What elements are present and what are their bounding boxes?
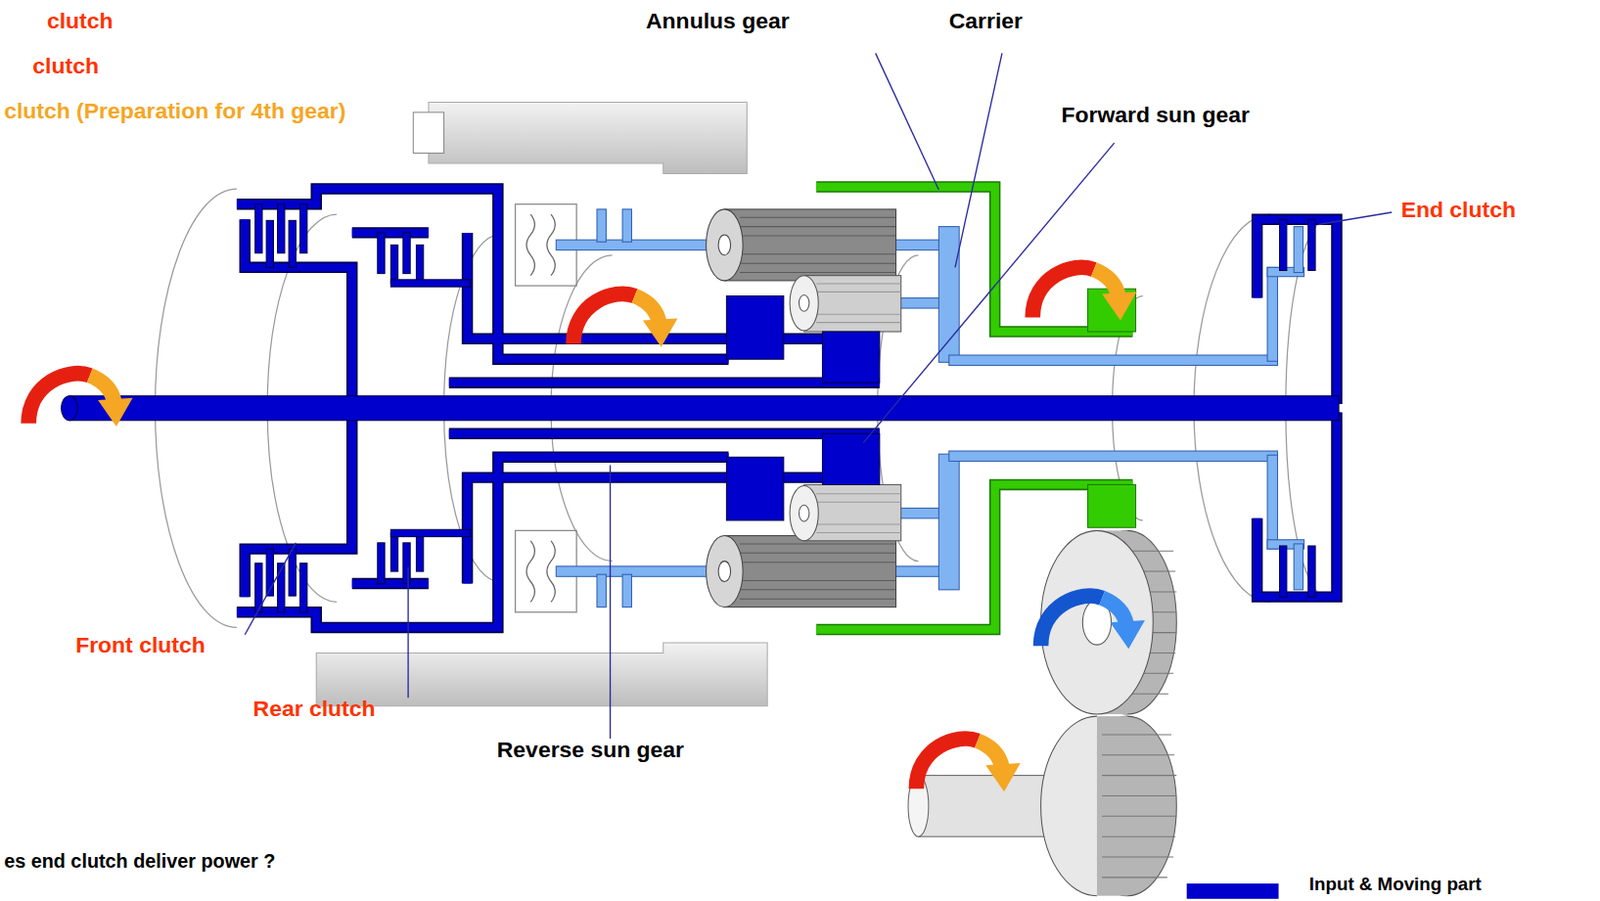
upper-section xyxy=(154,186,1336,409)
gear-face xyxy=(1041,716,1098,897)
clutch-note: clutch (Preparation for 4th gear) xyxy=(3,97,346,124)
clutch-label: Front clutch xyxy=(75,632,206,658)
question-text: es end clutch deliver power ? xyxy=(3,850,275,873)
clutch-label: clutch xyxy=(46,7,114,34)
leader-line xyxy=(407,567,409,698)
sun-rotation xyxy=(573,293,678,347)
housing xyxy=(428,101,747,174)
driven-gear xyxy=(1041,716,1178,897)
part-label: Reverse sun gear xyxy=(497,736,685,763)
leader-line xyxy=(875,52,940,190)
gear-teeth xyxy=(1101,734,1177,878)
housing xyxy=(316,642,768,707)
leader-line xyxy=(609,465,611,739)
leader-line xyxy=(244,543,296,636)
clutch-label: End clutch xyxy=(1401,196,1516,223)
clutch-label: Rear clutch xyxy=(253,695,376,722)
part-label: Forward sun gear xyxy=(1060,101,1249,128)
input-rotation xyxy=(28,373,133,427)
clutch-label: clutch xyxy=(32,52,99,79)
part-label: Carrier xyxy=(949,7,1023,34)
output-gear xyxy=(1041,530,1178,715)
leader-lines xyxy=(244,52,1392,739)
housing-lug xyxy=(412,112,444,154)
input-shaft xyxy=(69,396,1339,421)
leader-line xyxy=(955,52,1003,268)
output-rotation xyxy=(915,738,1020,792)
gear-face xyxy=(1041,530,1154,715)
leader-line xyxy=(1318,212,1392,226)
legend-text: Input & Moving part xyxy=(1309,873,1482,896)
annulus-rotation xyxy=(1032,267,1137,320)
shaft-end xyxy=(61,396,79,421)
legend-swatch xyxy=(1187,883,1280,900)
leader-line xyxy=(863,142,1115,444)
gear-rotation xyxy=(1041,595,1145,649)
gear-side xyxy=(1097,716,1128,897)
part-label: Annulus gear xyxy=(645,7,790,34)
